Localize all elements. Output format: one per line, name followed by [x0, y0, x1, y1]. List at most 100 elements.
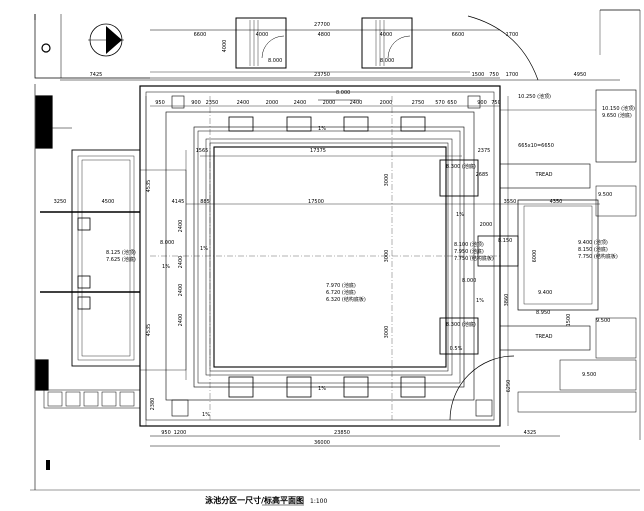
paving-block — [65, 391, 81, 407]
dim-3000-a: 3000 — [384, 174, 390, 187]
stair-block-left — [235, 17, 287, 69]
dim-2400-c: 2400 — [350, 100, 363, 106]
level-pads-8300: 8.300 (池底) — [446, 321, 476, 328]
column-top-left — [171, 95, 185, 109]
right-room-mid — [595, 185, 637, 217]
dim-750: 750 — [489, 72, 499, 78]
slope-mark-2: 1% — [318, 386, 326, 392]
start-block-bottom-3 — [343, 376, 369, 398]
dim-3000-c: 3000 — [384, 326, 390, 339]
dim-900-b: 900 — [477, 100, 487, 106]
stair-right-treads — [375, 20, 385, 66]
level-c-mid-2: 7.950 (池底) — [454, 248, 484, 255]
left-wall-block-1 — [35, 95, 53, 149]
left-equip-3 — [77, 296, 91, 310]
dim-3250: 3250 — [54, 199, 67, 205]
dim-4950: 4950 — [574, 72, 587, 78]
dim-4535-top: 4535 — [146, 180, 152, 193]
dim-2000-b: 2000 — [323, 100, 336, 106]
dim-2750: 2750 — [412, 100, 425, 106]
right-paving-strip — [517, 391, 637, 413]
dim-top-4000-left: 4000 — [256, 32, 269, 38]
level-left-2: 7.625 (池底) — [106, 256, 136, 263]
level-pool-2: 6.720 (池底) — [326, 289, 356, 296]
level-r-9500-a: 9.500 — [598, 192, 612, 198]
dim-2000-c: 2000 — [380, 100, 393, 106]
level-pool-3: 6.320 (结构底板) — [326, 296, 366, 303]
level-r-9500-c: 9.500 — [582, 372, 596, 378]
level-pool-1: 7.970 (池底) — [326, 282, 356, 289]
slope-mark-5: 1% — [476, 298, 484, 304]
dim-2000: 2000 — [480, 222, 493, 228]
right-terrace — [559, 359, 637, 391]
pool-step-1 — [205, 138, 453, 376]
level-r-9500-b: 9.500 — [596, 318, 610, 324]
gauge-mark: 0.5% — [450, 346, 463, 352]
paving-block — [83, 391, 99, 407]
drawing-title-block: 泳池分区一尺寸/标高平面图 1:100 — [205, 495, 327, 506]
level-left-1: 8.125 (池顶) — [106, 249, 136, 256]
dim-2380: 2380 — [150, 398, 156, 411]
level-c-8150: 8.150 — [498, 238, 512, 244]
level-r-mid-2: 8.150 (池底) — [578, 246, 608, 253]
right-room-top — [595, 89, 637, 163]
left-equip-2 — [77, 275, 91, 289]
start-block-top-4 — [400, 116, 426, 132]
building-linework — [30, 9, 641, 491]
legend-mark — [46, 460, 50, 470]
right-step-band-2 — [499, 325, 591, 351]
dim-6250: 6250 — [506, 380, 512, 393]
pool-gutter — [193, 126, 465, 388]
level-labels: 8.000 8.000 8.000 7.970 (池底) 6.720 (池底) … — [106, 58, 635, 378]
dim-2400-v-d: 2400 — [178, 314, 184, 327]
level-r-mid-3: 7.750 (结构底板) — [578, 253, 618, 260]
dim-top-6600-right: 6600 — [452, 32, 465, 38]
left-pool-inner — [77, 155, 135, 361]
level-r-mid-1: 9.400 (池顶) — [578, 239, 608, 246]
dim-2400-a: 2400 — [237, 100, 250, 106]
start-block-bottom-4 — [400, 376, 426, 398]
level-c-mid-3: 7.750 (结构底板) — [454, 255, 494, 262]
tread-label-a: TREAD — [535, 172, 553, 178]
dim-3000-b: 3000 — [384, 250, 390, 263]
left-paving-strip — [43, 389, 141, 409]
step-mark: 1% — [200, 246, 208, 252]
dim-23850: 23850 — [334, 430, 350, 436]
level-sw-8300: 8.300 (池底) — [446, 163, 476, 170]
start-block-bottom-1 — [228, 376, 254, 398]
stair-left-treads — [249, 20, 259, 66]
right-pad-1 — [439, 159, 479, 197]
level-rt-2: 10.150 (池顶) — [602, 105, 635, 112]
dim-17500: 17500 — [308, 199, 324, 205]
dim-4500: 4500 — [102, 199, 115, 205]
dim-top-4000-right: 4000 — [380, 32, 393, 38]
drawing-title: 泳池分区一尺寸/标高平面图 — [205, 495, 304, 505]
level-left-8000: 8.000 — [160, 240, 174, 246]
dim-900: 900 — [191, 100, 201, 106]
dim-top-4800: 4800 — [318, 32, 331, 38]
slope-mark-1: 1% — [318, 126, 326, 132]
stair-left-arc — [261, 35, 285, 59]
paving-blocks — [41, 43, 135, 470]
dim-3860: 3860 — [504, 294, 510, 307]
start-block-top-2 — [286, 116, 312, 132]
dim-4350: 4350 — [550, 199, 563, 205]
paving-block — [47, 391, 63, 407]
stair-right-arc — [387, 35, 411, 59]
dim-23750: 23750 — [314, 72, 330, 78]
column-bottom-right — [475, 399, 493, 417]
dim-1700-row2: 1700 — [506, 72, 519, 78]
right-pad-2 — [439, 317, 479, 355]
start-block-top-1 — [228, 116, 254, 132]
dim-1565: 1565 — [196, 148, 209, 154]
dim-top-1700: 1700 — [506, 32, 519, 38]
dim-6000: 6000 — [532, 250, 538, 263]
dim-2685: 2685 — [476, 172, 489, 178]
left-pool-basin — [81, 159, 131, 357]
start-block-bottom-2 — [286, 376, 312, 398]
dim-2400-b: 2400 — [294, 100, 307, 106]
right-room-low — [595, 317, 637, 359]
level-top-8000-c: 8.000 — [336, 90, 350, 96]
dim-950-bottom: 950 — [161, 430, 171, 436]
